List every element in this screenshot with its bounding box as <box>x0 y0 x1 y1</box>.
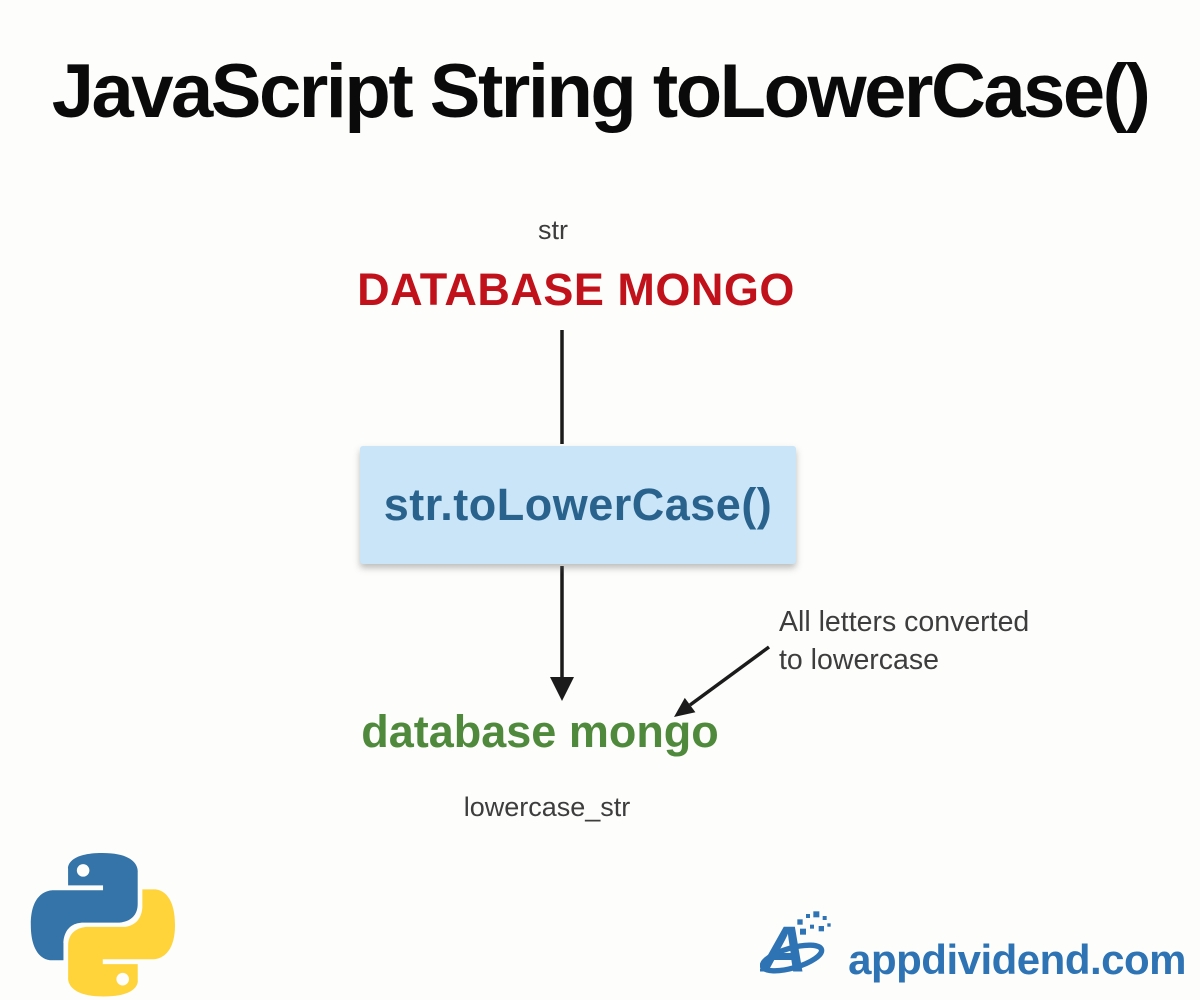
down-arrowhead-icon <box>550 677 574 701</box>
appdividend-logo-icon: A <box>760 911 831 985</box>
output-variable-label: lowercase_str <box>463 792 631 822</box>
input-variable-label: str <box>538 215 568 245</box>
brand-site-text: appdividend.com <box>848 936 1186 983</box>
annotation-line1: All letters converted <box>779 606 1030 638</box>
output-string: database mongo <box>361 706 719 757</box>
page-title: JavaScript String toLowerCase() <box>51 49 1151 134</box>
appdividend-brand: A appdividend.com <box>760 904 1186 996</box>
method-box: str.toLowerCase() <box>360 446 796 564</box>
annotation-text: All letters converted to lowercase <box>779 604 1029 680</box>
annotation-line <box>688 645 771 707</box>
method-call-text: str.toLowerCase() <box>383 479 773 530</box>
input-string: DATABASE MONGO <box>357 264 795 315</box>
annotation-arrowhead-icon <box>674 697 696 717</box>
python-logo-icon <box>30 853 176 997</box>
annotation-line2: to lowercase <box>779 643 939 676</box>
